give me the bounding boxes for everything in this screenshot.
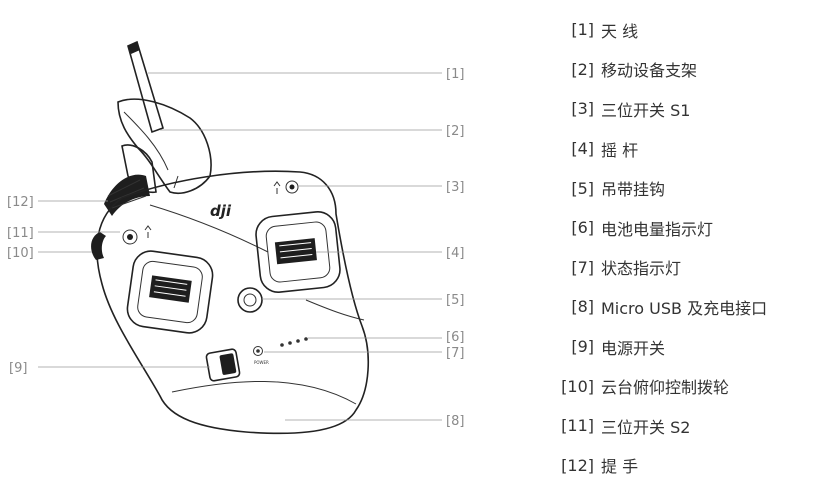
legend-item: [4] 摇 杆 (538, 129, 819, 169)
legend-text: 电源开关 (601, 338, 666, 358)
right-stick (255, 211, 341, 293)
callout-5: [5] (446, 293, 464, 308)
legend-text: 三位开关 S2 (601, 417, 691, 437)
callout-1: [1] (446, 67, 464, 82)
legend-text: 三位开关 S1 (601, 100, 691, 120)
controller-body (96, 170, 370, 435)
battery-level-leds (280, 337, 308, 347)
callout-2: [2] (446, 124, 464, 139)
legend-item: [3] 三位开关 S1 (538, 89, 819, 129)
brand-logo: dji (210, 202, 232, 220)
legend-number: [10] (561, 376, 594, 396)
legend-number: [7] (571, 257, 594, 277)
callout-8: [8] (446, 414, 464, 429)
legend-text: 摇 杆 (601, 140, 639, 160)
legend-number: [9] (571, 337, 594, 357)
callout-10: [10] (7, 246, 34, 261)
callout-4: [4] (446, 246, 464, 261)
status-led (253, 346, 263, 356)
callout-12: [12] (7, 195, 34, 210)
legend-item: [8] Micro USB 及充电接口 (538, 287, 819, 327)
leader-lines (38, 72, 442, 421)
power-label: POWER (254, 360, 269, 365)
legend-item: [1] 天 线 (538, 10, 819, 50)
legend-number: [2] (571, 59, 594, 79)
legend-item: [9] 电源开关 (538, 327, 819, 367)
legend-text: 天 线 (601, 21, 639, 41)
legend-text: 吊带挂钩 (601, 180, 666, 200)
legend-text: 提 手 (601, 457, 639, 477)
legend-number: [1] (571, 20, 594, 40)
three-position-switch-s1 (273, 180, 299, 194)
legend-number: [6] (571, 218, 594, 238)
legend-number: [8] (571, 297, 594, 317)
three-position-switch-s2 (122, 225, 152, 245)
left-stick (126, 250, 214, 334)
legend-item: [5] 吊带挂钩 (538, 168, 819, 208)
legend-number: [3] (571, 99, 594, 119)
legend-item: [11] 三位开关 S2 (538, 406, 819, 446)
antenna (127, 40, 164, 134)
handle (104, 174, 150, 216)
legend-number: [4] (571, 139, 594, 159)
legend-item: [7] 状态指示灯 (538, 248, 819, 288)
callout-3: [3] (446, 180, 464, 195)
gimbal-pitch-dial (91, 232, 106, 260)
legend-item: [2] 移动设备支架 (538, 50, 819, 90)
remote-controller-diagram: dji POWER [1] [2] (7, 40, 464, 435)
legend-number: [5] (571, 178, 594, 198)
strap-hook (237, 287, 263, 313)
legend-text: 电池电量指示灯 (601, 219, 714, 239)
callout-7: [7] (446, 346, 464, 361)
legend-text: 状态指示灯 (601, 259, 682, 279)
callout-9: [9] (9, 361, 27, 376)
legend-text: Micro USB 及充电接口 (601, 298, 768, 318)
legend-number: [11] (561, 416, 594, 436)
parts-legend: [1] 天 线 [2] 移动设备支架 [3] 三位开关 S1 [4] 摇 杆 [5] 吊带… (538, 10, 819, 485)
callout-labels: [1] [2] [3] [4] [5] [6] [7] [8] [9] [10]… (7, 67, 464, 429)
legend-text: 移动设备支架 (601, 61, 698, 81)
callout-11: [11] (7, 226, 34, 241)
legend-text: 云台俯仰控制拨轮 (601, 378, 730, 398)
legend-number: [12] (561, 455, 594, 475)
legend-item: [12] 提 手 (538, 446, 819, 486)
callout-6: [6] (446, 330, 464, 345)
power-switch: POWER (205, 348, 269, 382)
legend-item: [10] 云台俯仰控制拨轮 (538, 366, 819, 406)
legend-item: [6] 电池电量指示灯 (538, 208, 819, 248)
